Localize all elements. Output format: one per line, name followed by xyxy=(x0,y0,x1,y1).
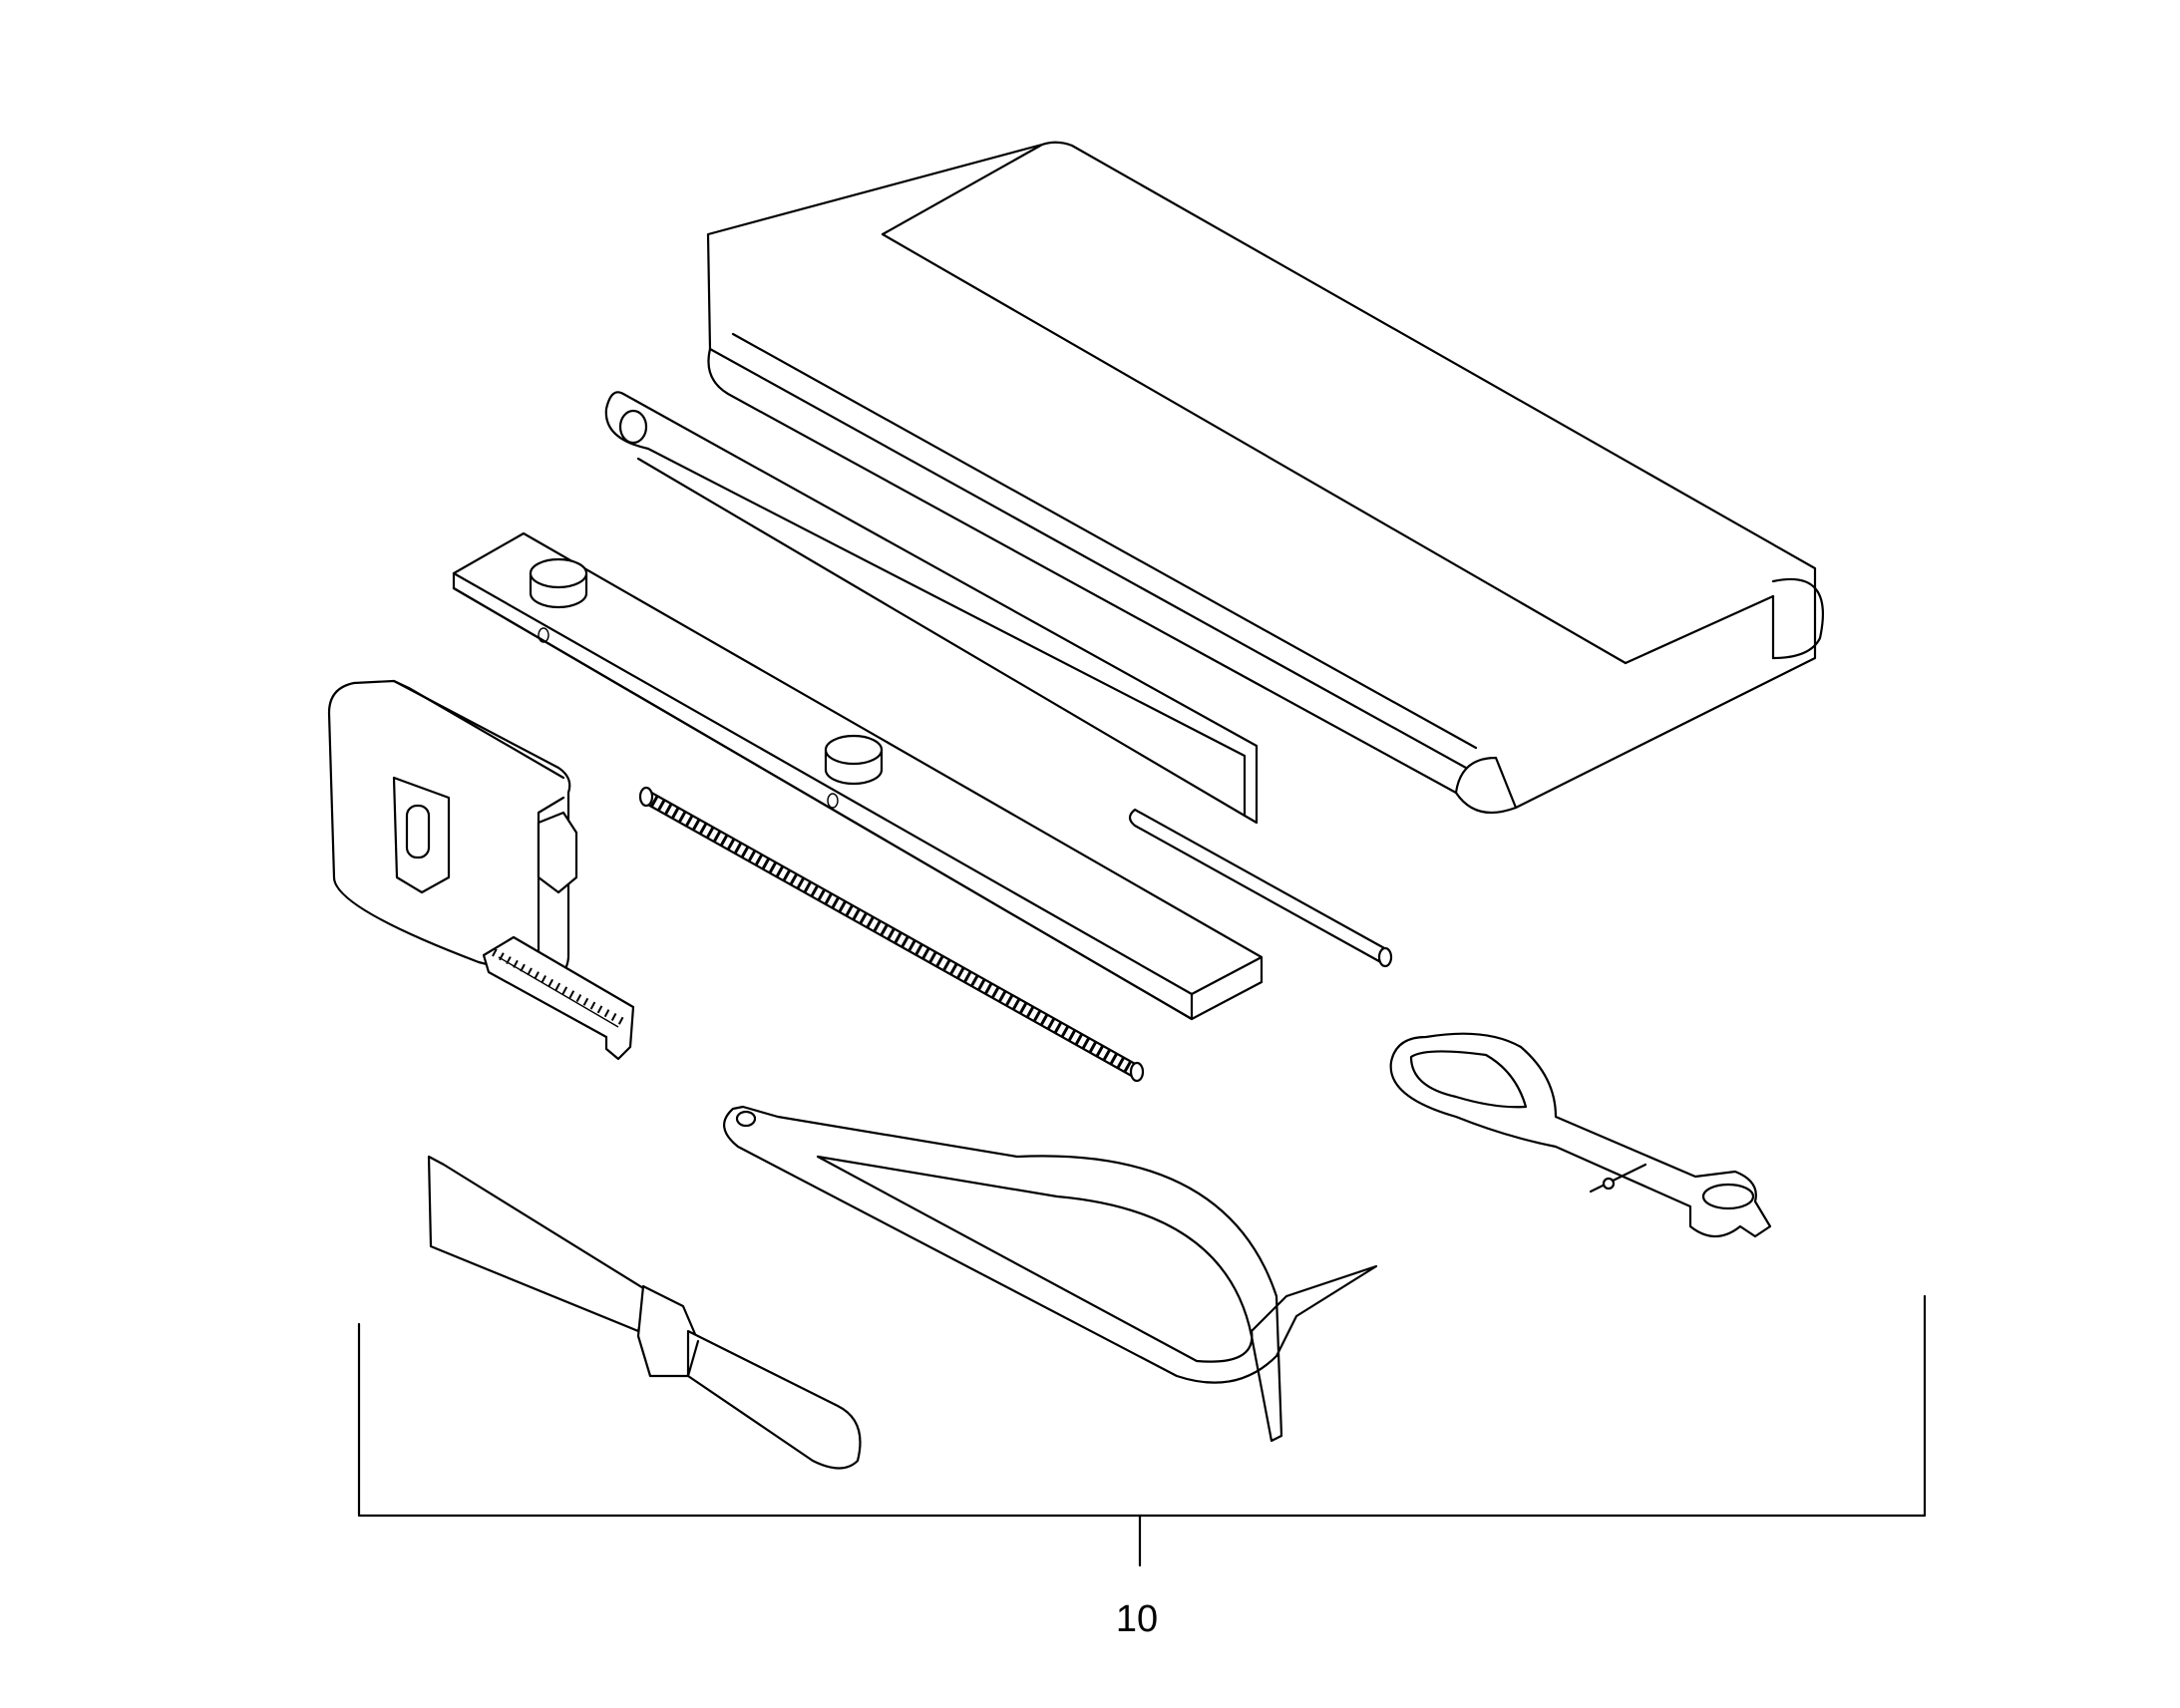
flat-bar-icon xyxy=(604,391,1259,825)
scraper-icon xyxy=(427,1155,862,1470)
slide-bar-icon xyxy=(452,531,1264,1021)
knob-icon xyxy=(824,734,884,786)
tape-measure-icon xyxy=(327,679,635,1061)
assembly-bracket xyxy=(357,1294,1927,1567)
knob-icon xyxy=(529,557,588,609)
inside-caliper-icon xyxy=(1389,1032,1772,1238)
coil-spring-icon xyxy=(638,786,1145,1083)
tool-case-icon xyxy=(706,141,1825,815)
outside-caliper-icon xyxy=(723,1105,1378,1443)
callout-number: 10 xyxy=(1116,1598,1158,1640)
pin-rod-icon xyxy=(1128,808,1393,968)
